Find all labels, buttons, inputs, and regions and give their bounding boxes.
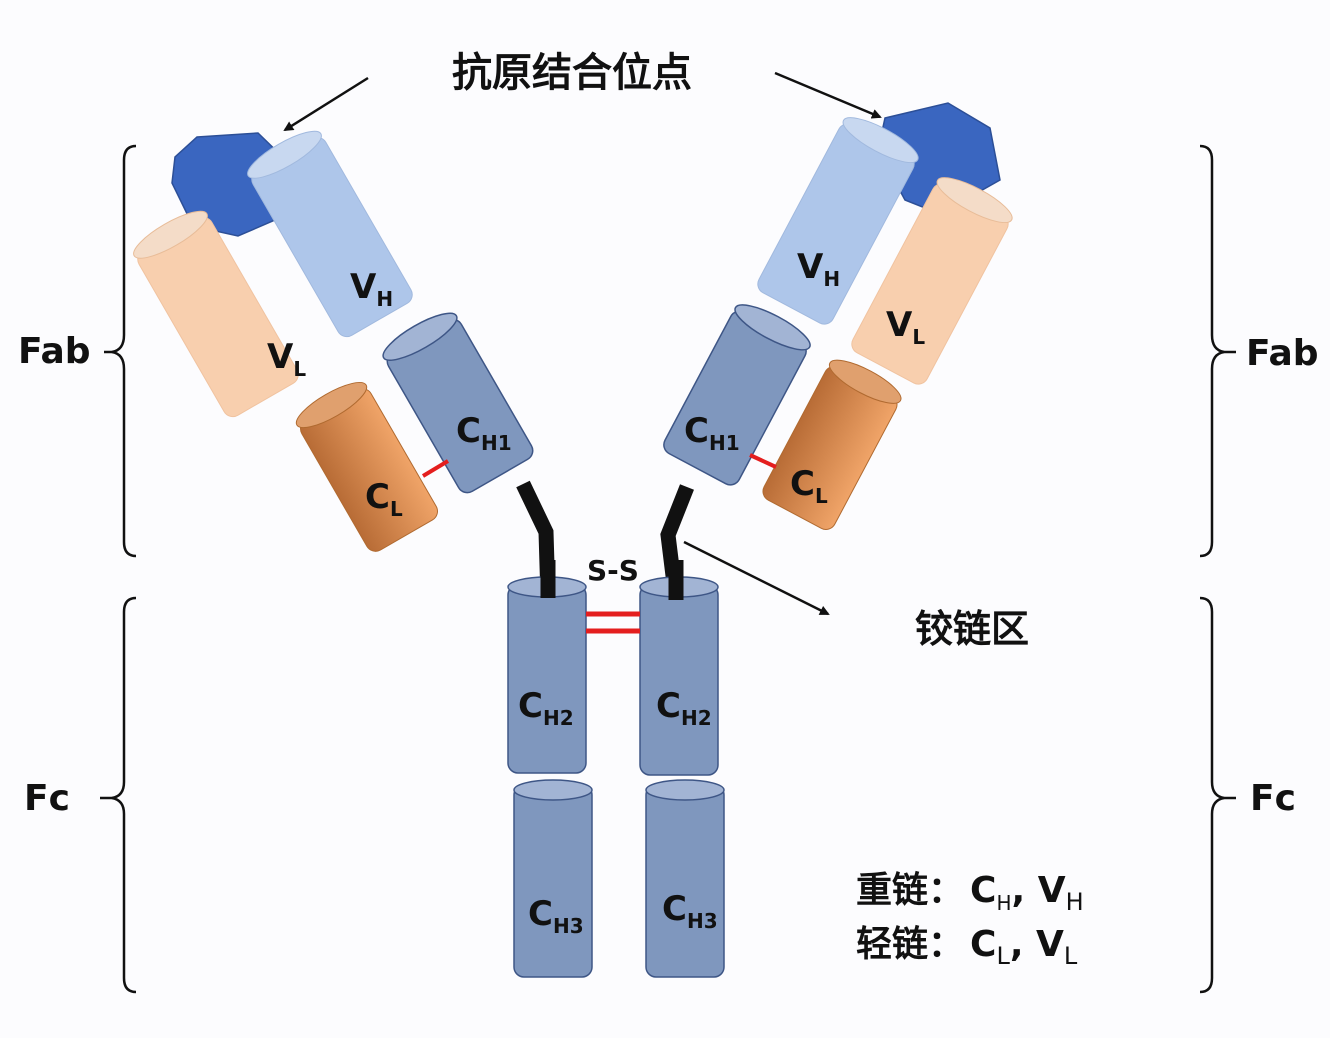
ch2-left-label: CH2 [518,686,574,730]
arrow-right [774,71,882,119]
vh-right-label: VH [797,247,840,291]
ch1-right-label: CH1 [684,411,740,455]
vl-right-label: VL [886,305,925,349]
ch2-left [507,576,587,774]
vl-left [133,210,299,418]
disulfide-bond-left [421,459,450,478]
cl-right-label: CL [790,464,828,508]
antigen-binding-site-label: 抗原结合位点 [452,50,692,96]
disulfide-bond-right [749,453,777,469]
cl-left [295,382,438,552]
vh-left [247,130,413,338]
legend-heavy-chain: 重链：CH, VH [856,870,1084,916]
fc-left-brace [111,596,137,994]
ch2-right-label: CH2 [656,686,712,730]
fc-right-label: Fc [1250,778,1296,819]
vl-left-label: VL [267,337,306,381]
ch1-left [382,312,534,494]
hinge-region-label: 铰链区 [915,607,1029,651]
fab-left-brace [111,144,137,558]
fab-left-label: Fab [18,331,91,372]
fc-left-label: Fc [24,778,70,819]
cl-left-label: CL [365,477,403,521]
hinge-arrow [683,540,830,616]
legend-light-chain: 轻链：CL, VL [856,924,1078,970]
disulfide-label: S-S [587,554,639,587]
ch3-left [513,779,593,978]
left-fab-arm [133,130,556,599]
vh-left-label: VH [350,267,393,311]
ch2-right [639,576,719,776]
ch3-left-label: CH3 [528,894,584,938]
vl-right [851,177,1013,385]
fab-right-brace [1199,144,1225,558]
right-fab-arm [660,102,1013,616]
ch1-left-label: CH1 [456,411,512,455]
vh-right [757,117,919,325]
ch1-right [663,304,811,486]
ch3-right [645,779,725,978]
fc-region: S-S [507,554,725,978]
fab-right-label: Fab [1246,333,1319,374]
cl-right [762,359,902,530]
chain-legend: 重链：CH, VH 轻链：CL, VL [856,870,1084,970]
arrow-left [283,76,369,132]
ch3-right-label: CH3 [662,889,718,933]
fc-right-brace [1199,596,1225,994]
